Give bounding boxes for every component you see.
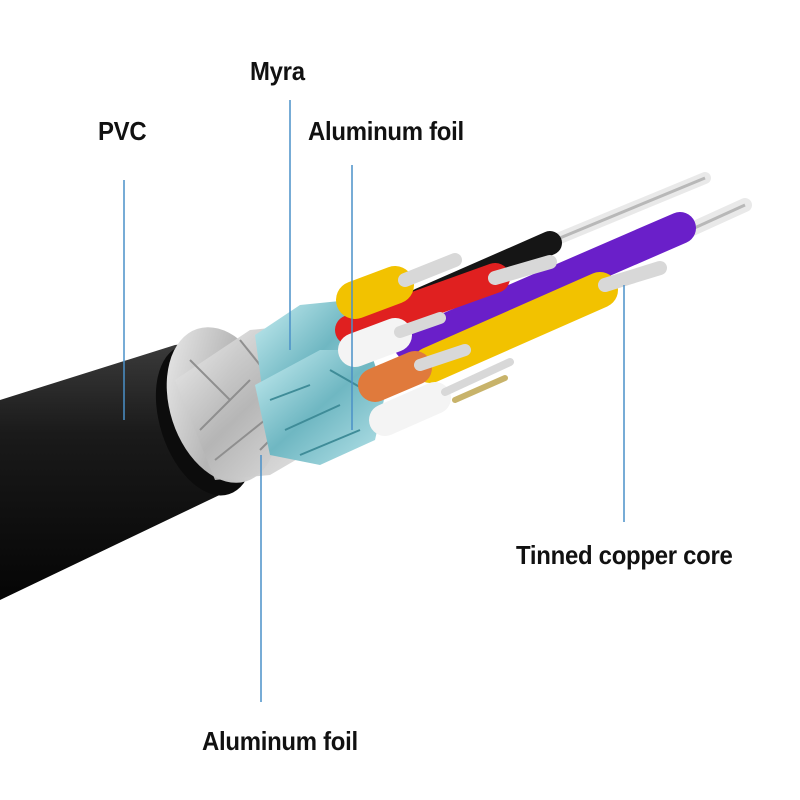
wire-purple [394, 212, 696, 361]
wire-grey-right [683, 198, 752, 237]
wire-red [335, 255, 557, 345]
label-pvc: PVC [98, 116, 147, 146]
leader-lines [123, 100, 625, 702]
label-aluminum-foil-bottom: Aluminum foil [202, 726, 358, 756]
wire-grey-top [549, 172, 711, 246]
label-aluminum-foil-top: Aluminum foil [308, 116, 464, 146]
wire-yellow-top [336, 253, 462, 319]
wire-orange [358, 344, 471, 402]
wire-white-lower [369, 358, 514, 436]
label-myra: Myra [250, 56, 305, 86]
label-tinned-copper-core: Tinned copper core [516, 540, 733, 570]
wire-white-upper [338, 312, 446, 367]
